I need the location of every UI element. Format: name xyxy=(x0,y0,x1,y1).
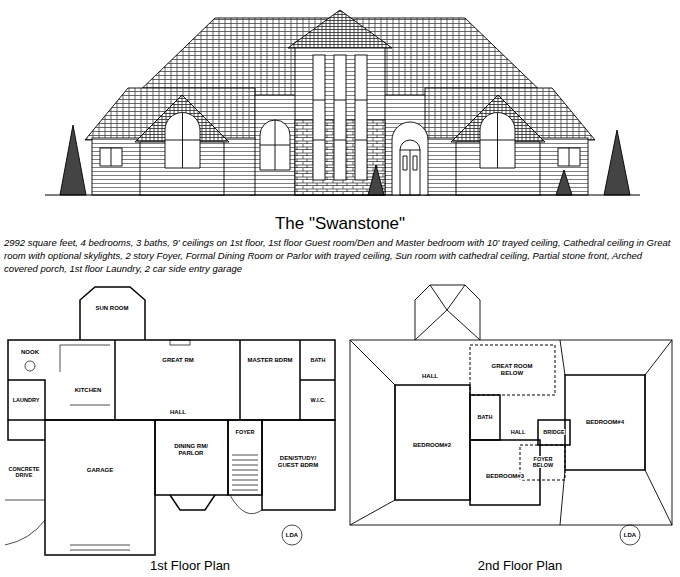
room-label: BEDROOM#4 xyxy=(585,419,625,426)
room-label: DINING RM/ PARLOR xyxy=(165,443,217,456)
room-label: FOYER xyxy=(235,429,256,435)
room-label: HALL xyxy=(510,429,527,435)
room-label: FOYER BELOW xyxy=(522,456,564,468)
room-label: CONCRETE DRIVE xyxy=(6,466,42,478)
room-label: GREAT ROOM BELOW xyxy=(484,363,541,376)
room-label: W.I.C. xyxy=(310,397,327,403)
room-label: BEDROOM#2 xyxy=(412,442,452,449)
room-label: HALL xyxy=(421,373,439,380)
logo-text: LDA xyxy=(623,532,637,539)
room-label: KITCHEN xyxy=(74,387,103,394)
room-label: BEDROOM#3 xyxy=(485,473,525,480)
room-label: GREAT RM xyxy=(161,357,195,364)
plan-heading: 1st Floor Plan xyxy=(149,559,231,573)
room-label: BRIDGE xyxy=(542,429,565,435)
logo-text: LDA xyxy=(285,532,299,539)
room-label: BATH xyxy=(477,414,494,420)
plan-title: The "Swanstone" xyxy=(0,214,680,234)
plan-heading: 2nd Floor Plan xyxy=(477,559,564,573)
room-label: SUN ROOM xyxy=(95,305,130,312)
plan-caption: 2992 square feet, 4 bedrooms, 3 baths, 9… xyxy=(4,236,676,275)
room-label: GARAGE xyxy=(86,467,114,474)
room-label: MASTER BDRM xyxy=(247,357,294,364)
room-label: DEN/STUDY/ GUEST BDRM xyxy=(269,455,327,468)
room-label: BATH xyxy=(310,357,327,363)
room-label: LAUNDRY xyxy=(12,397,41,403)
room-label: NOOK xyxy=(20,349,40,356)
room-label: HALL xyxy=(169,409,187,416)
